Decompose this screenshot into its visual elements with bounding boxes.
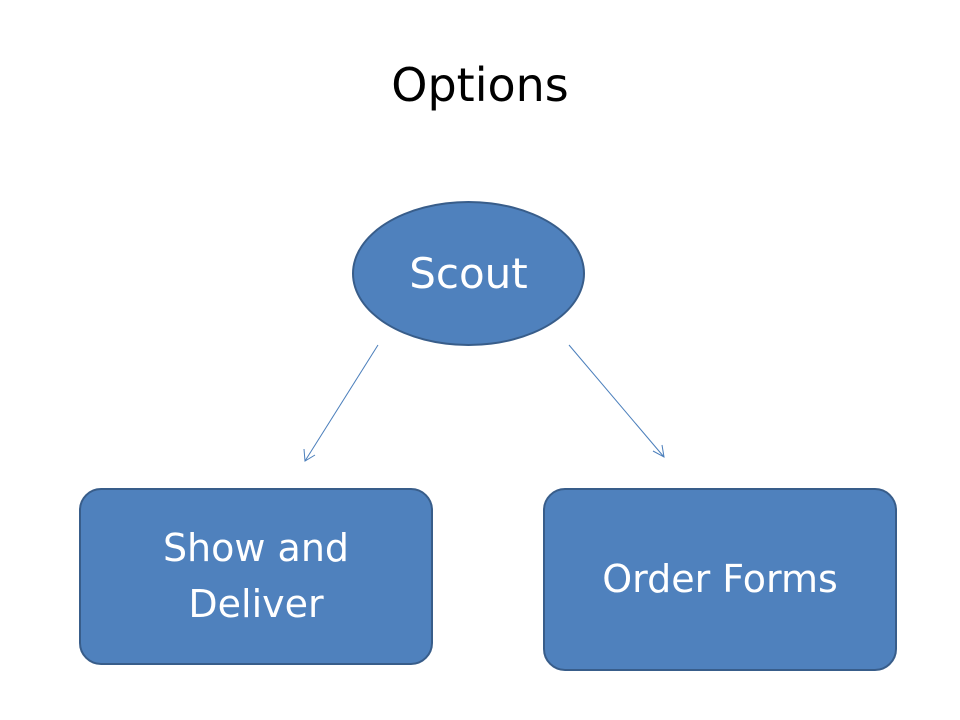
node-label: Show and Deliver [162,526,350,626]
arrowhead-icon [303,448,316,462]
node-label: Scout [409,249,528,298]
connector-line [304,344,379,462]
edge-scout-show-and-deliver [303,344,379,462]
node-show-and-deliver: Show and Deliver [79,488,433,665]
edge-scout-order-forms [568,344,665,458]
page-title: Options [391,58,569,112]
connector-line [568,344,665,458]
node-order-forms: Order Forms [543,488,897,671]
arrowhead-icon [652,444,665,458]
node-label: Order Forms [602,556,838,601]
node-scout: Scout [352,201,585,346]
